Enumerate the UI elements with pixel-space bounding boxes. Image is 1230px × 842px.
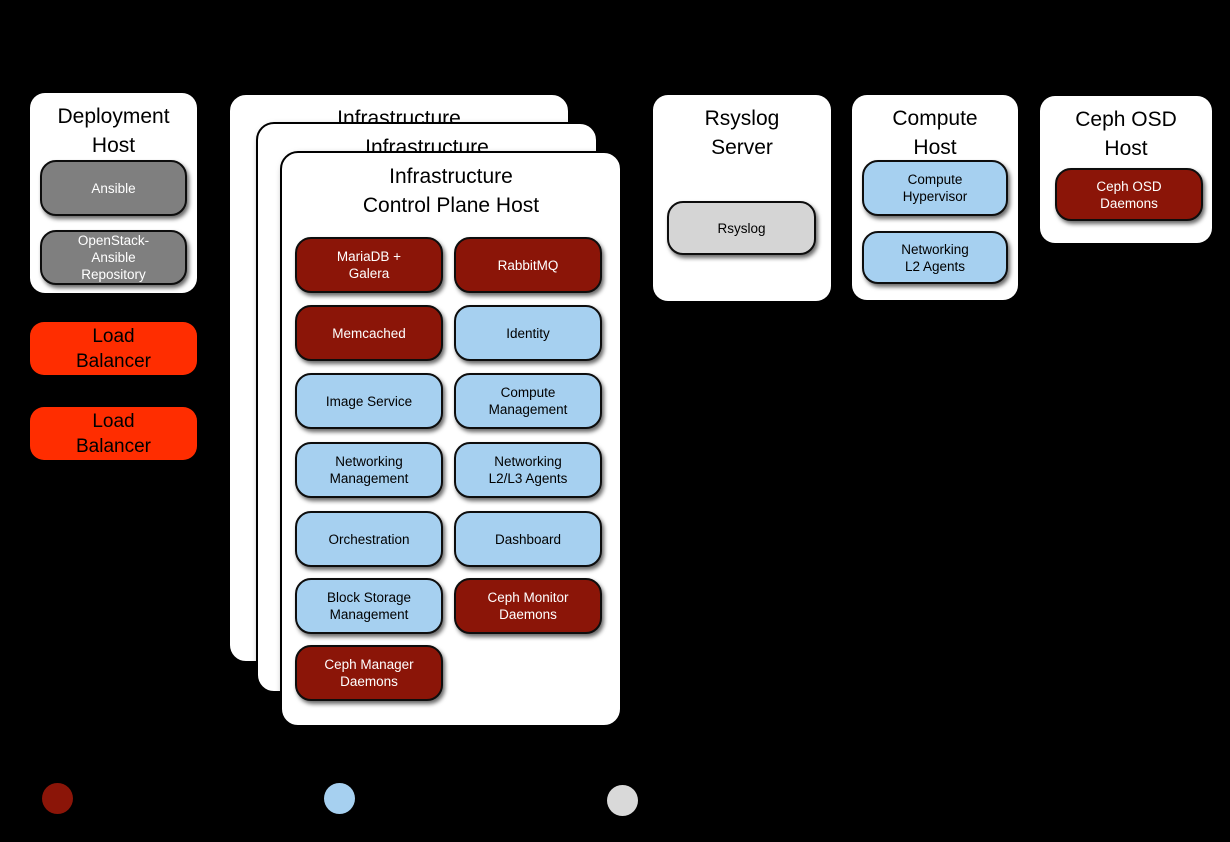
rsyslog-server-title: Rsyslog Server <box>704 107 780 159</box>
load-balancer-2: Load Balancer <box>30 407 197 460</box>
compute-host-title: Compute Host <box>892 107 978 159</box>
service-identity: Identity <box>454 305 602 361</box>
service-ansible: Ansible <box>40 160 187 216</box>
service-block-storage-management-label: Block Storage Management <box>326 590 412 622</box>
legend-dot-infrastructure-service <box>42 783 73 814</box>
service-openstack-ansible-repository-label: OpenStack- Ansible Repository <box>77 233 150 282</box>
service-image-service-label: Image Service <box>325 393 413 409</box>
service-rabbitmq: RabbitMQ <box>454 237 602 293</box>
service-rabbitmq-label: RabbitMQ <box>497 257 559 273</box>
service-networking-l2-agents-label: Networking L2 Agents <box>901 241 969 274</box>
service-compute-management: Compute Management <box>454 373 602 429</box>
deployment-host-card: Deployment Host Ansible OpenStack- Ansib… <box>30 93 197 293</box>
ceph-osd-host-title: Ceph OSD Host <box>1075 108 1177 160</box>
legend-dot-openstack-service <box>324 783 355 814</box>
service-ansible-label: Ansible <box>91 180 136 196</box>
service-orchestration-label: Orchestration <box>328 531 410 547</box>
service-networking-management-label: Networking Management <box>329 454 409 486</box>
legend-dot-logging-service <box>607 785 638 816</box>
service-orchestration: Orchestration <box>295 511 443 567</box>
deployment-host-title: Deployment Host <box>57 105 170 157</box>
service-networking-l2-l3-agents-label: Networking L2/L3 Agents <box>488 454 568 486</box>
service-image-service: Image Service <box>295 373 443 429</box>
service-dashboard: Dashboard <box>454 511 602 567</box>
load-balancer-1-label: Load Balancer <box>76 325 151 372</box>
service-compute-hypervisor-label: Compute Hypervisor <box>902 172 968 204</box>
service-compute-management-label: Compute Management <box>488 385 568 417</box>
service-rsyslog-label: Rsyslog <box>717 220 766 236</box>
rsyslog-server-card: Rsyslog Server Rsyslog <box>653 95 831 301</box>
infrastructure-host-card-front: Infrastructure Control Plane Host MariaD… <box>280 151 622 727</box>
service-networking-l2-l3-agents: Networking L2/L3 Agents <box>454 442 602 498</box>
service-mariadb-galera: MariaDB + Galera <box>295 237 443 293</box>
service-rsyslog: Rsyslog <box>667 201 816 255</box>
service-memcached-label: Memcached <box>332 325 406 341</box>
service-ceph-monitor-daemons-label: Ceph Monitor Daemons <box>487 590 569 622</box>
service-openstack-ansible-repository: OpenStack- Ansible Repository <box>40 230 187 285</box>
service-ceph-monitor-daemons: Ceph Monitor Daemons <box>454 578 602 634</box>
service-dashboard-label: Dashboard <box>494 531 562 547</box>
load-balancer-1: Load Balancer <box>30 322 197 375</box>
service-memcached: Memcached <box>295 305 443 361</box>
service-ceph-osd-daemons: Ceph OSD Daemons <box>1055 168 1203 221</box>
service-ceph-manager-daemons: Ceph Manager Daemons <box>295 645 443 701</box>
service-identity-label: Identity <box>506 325 550 341</box>
service-networking-l2-agents: Networking L2 Agents <box>862 231 1008 284</box>
service-mariadb-galera-label: MariaDB + Galera <box>336 249 402 281</box>
load-balancer-2-label: Load Balancer <box>76 410 151 457</box>
service-networking-management: Networking Management <box>295 442 443 498</box>
service-compute-hypervisor: Compute Hypervisor <box>862 160 1008 216</box>
compute-host-card: Compute Host Compute Hypervisor Networki… <box>852 95 1018 300</box>
ceph-osd-host-card: Ceph OSD Host Ceph OSD Daemons <box>1040 96 1212 243</box>
service-block-storage-management: Block Storage Management <box>295 578 443 634</box>
service-ceph-osd-daemons-label: Ceph OSD Daemons <box>1096 178 1162 211</box>
service-ceph-manager-daemons-label: Ceph Manager Daemons <box>324 657 414 689</box>
infrastructure-host-title: Infrastructure Control Plane Host <box>362 165 540 217</box>
